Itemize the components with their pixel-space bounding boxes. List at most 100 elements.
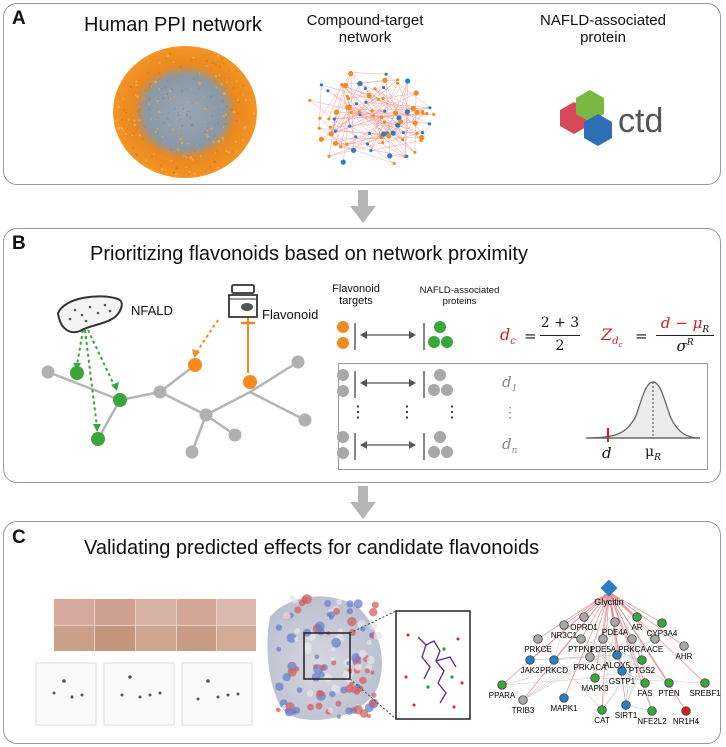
ppi-speckle [133,119,136,122]
compound-target-title: Compound-target network [300,12,430,46]
ppi-speckle [242,84,245,87]
ppi-speckle [235,70,238,73]
compound-target-title-line1: Compound-target [306,12,424,29]
ppi-speckle [147,71,149,74]
ppi-speckle [209,122,212,124]
glycitin-edge [589,591,610,658]
ppi-speckle [224,116,227,119]
ppi-speckle [181,85,183,88]
ppi-speckle [139,104,141,106]
ppi-speckle [149,117,152,121]
protein-surface-dot [284,707,294,717]
compound-target-edge [400,112,418,123]
ppi-speckle [210,68,212,70]
ppi-speckle [135,84,138,87]
compound-target-edge [350,72,373,111]
ppi-speckle [139,134,142,137]
ppi-speckle [158,78,161,81]
ppi-speckle [214,63,217,66]
target-node-sirt1 [621,700,631,710]
compound-target-node [393,110,399,116]
ppi-speckle [210,169,212,171]
panel-b-title: Prioritizing flavonoids based on network… [90,243,528,265]
protein-surface-dot [315,702,323,710]
ppi-speckle [159,164,162,167]
ppi-speckle [204,170,207,173]
interaction-markers [404,633,464,709]
z-fraction-bar [656,335,714,336]
ppi-speckle [146,89,148,91]
protein-surface-dot [333,607,341,615]
ppi-speckle [206,135,210,138]
z-symbol: Zdc [601,325,622,349]
protein-surface-dot [342,670,350,678]
ppi-speckle [216,54,220,58]
target-edge [625,638,633,706]
compound-target-edge [407,114,430,125]
ppi-speckle [168,124,171,127]
dc-symbol-sub: c [510,336,516,348]
dc-symbol-d: d [500,325,511,344]
ppi-speckle [195,58,197,61]
protein-surface-dot [369,608,378,617]
ppi-speckle [160,151,163,154]
z-symbol-z: Z [601,325,613,344]
nafld-protein-title-line1: NAFLD-associated [540,12,666,29]
compound-target-edge [383,117,400,135]
target-node-prkca [627,634,637,644]
compound-target-node [345,142,349,146]
flavonoid-dashed-arrow [195,319,219,354]
protein-surface-dot [275,707,281,713]
compound-target-edge [321,137,422,140]
compound-target-edge [327,90,389,137]
protein-surface-dot [305,641,311,648]
compound-target-node [382,77,388,83]
ppi-speckle [179,137,183,141]
compound-target-node [350,147,357,153]
target-edge [522,621,616,701]
ppi-speckle [198,87,201,90]
z-denominator: σR [656,337,714,355]
glycitin-node [600,579,618,597]
dn-label-d: d [502,435,512,453]
protein-surface-dot [331,637,342,648]
compound-target-node [343,82,349,89]
target-edge [636,616,646,684]
ppi-speckle [174,173,177,176]
target-label-ptgs2: PTGS2 [629,666,656,675]
d1-label-d: d [502,373,512,391]
ppi-speckle [148,97,151,101]
ppi-speckle [223,92,226,95]
nafld-protein-title-line2: protein [580,29,626,46]
ppi-speckle [191,158,194,161]
ppi-speckle [214,152,216,154]
glycitin-network-nodes [497,579,710,716]
ppi-speckle [174,167,178,170]
target-label-ppara: PPARA [489,691,516,700]
target-edge [529,654,618,661]
ppi-speckle [139,117,141,119]
ctd-logo-green-hexagon [576,90,604,122]
compound-target-edge [370,140,422,151]
ppi-speckle [198,72,201,74]
ppi-network-speckles [115,49,256,176]
ppi-speckle [205,59,209,62]
panel-c-label: C [12,527,26,548]
target-edge [522,656,591,701]
proximity-network-nodes [41,355,312,459]
protein-surface-dot [313,664,318,669]
compound-target-node [327,154,331,158]
ppi-speckle [199,143,201,146]
protein-surface-dot [307,703,314,711]
observed-distance-row [337,321,453,350]
protein-surface-dot [283,612,291,620]
target-node-prkaca [585,652,595,662]
dc-equals: = [524,327,537,345]
down-arrow-b-c [350,486,376,519]
target-label-prkcd: PRKCD [540,666,568,675]
compound-target-edge [330,112,337,134]
nfald-dashed-arrows [76,329,116,428]
compound-target-node [427,122,432,126]
dn-label-sub: n [511,446,518,456]
ppi-speckle [138,108,142,111]
